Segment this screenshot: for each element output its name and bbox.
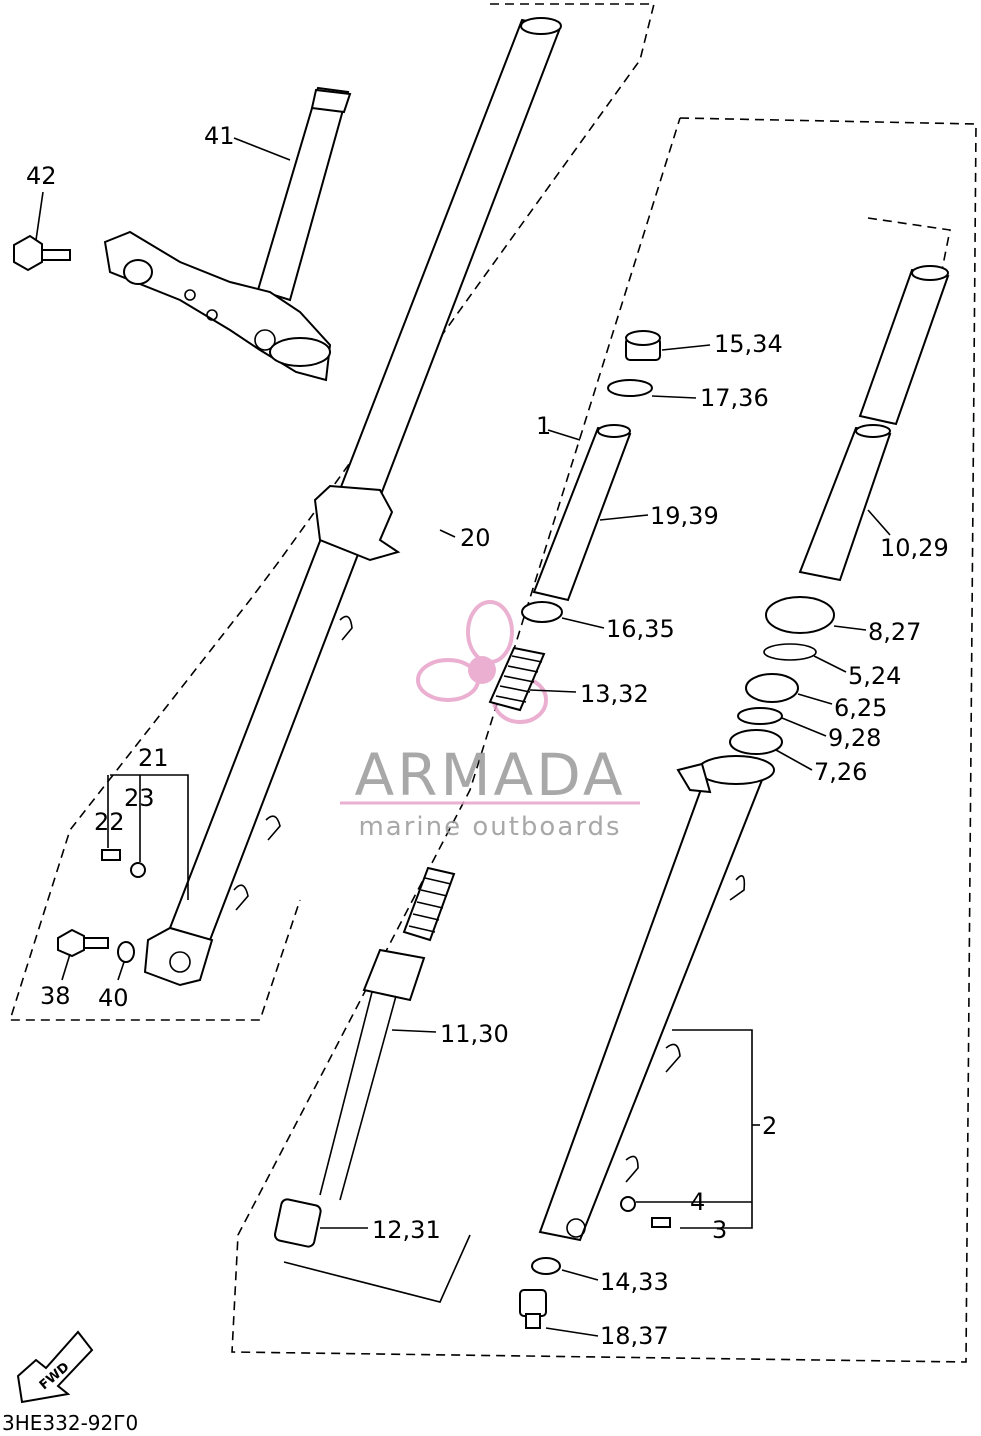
- callout-41: 41: [204, 122, 235, 150]
- callout-15-34: 15,34: [714, 330, 783, 358]
- callout-13-32: 13,32: [580, 680, 649, 708]
- dust-seal-8-27: [765, 596, 835, 634]
- small-hardware-left: [57, 849, 146, 963]
- callout-22: 22: [94, 808, 125, 836]
- callout-20: 20: [460, 524, 491, 552]
- spacer-19-39: [532, 424, 632, 602]
- gasket-14-33: [531, 1257, 561, 1275]
- fwd-arrow: FWD: [16, 1330, 94, 1404]
- retaining-clip-5-24: [763, 643, 817, 661]
- callout-11-30: 11,30: [440, 1020, 509, 1048]
- right-outer-tube-2: [538, 755, 775, 1242]
- left-assembly-outline: [8, 3, 656, 1021]
- watermark: ARMADA marine outboards: [340, 600, 640, 842]
- callout-42: 42: [26, 162, 57, 190]
- bolt-38: [57, 928, 85, 958]
- inner-tube-10-29: [798, 265, 950, 582]
- washer-9-28: [737, 707, 783, 725]
- assembly-outlines: [8, 3, 977, 1363]
- callout-10-29: 10,29: [880, 534, 949, 562]
- seal-stack: [729, 596, 835, 755]
- callout-21: 21: [138, 744, 169, 772]
- drain-bolt-18-37: [519, 1289, 547, 1329]
- bushing-7-26: [729, 729, 783, 755]
- springs-13-32: [402, 646, 546, 942]
- callout-16-35: 16,35: [606, 615, 675, 643]
- left-fork-tube-20: [143, 17, 562, 987]
- callout-6-25: 6,25: [834, 694, 887, 722]
- diagram-code: 3HE332-92Г0: [2, 1411, 138, 1435]
- callout-17-36: 17,36: [700, 384, 769, 412]
- oil-seal-6-25: [745, 673, 799, 703]
- damper-rod-11-30: [273, 948, 426, 1248]
- callout-19-39: 19,39: [650, 502, 719, 530]
- callout-4: 4: [690, 1188, 705, 1216]
- o-ring-17-36: [607, 379, 653, 397]
- callout-7-26: 7,26: [814, 758, 867, 786]
- watermark-tagline: marine outboards: [358, 812, 621, 842]
- callout-2: 2: [762, 1112, 777, 1140]
- callout-labels: 41 42 21 23 22 38 40 20 1 15,34 17,36 19…: [26, 122, 949, 1350]
- callout-23: 23: [124, 784, 155, 812]
- bolt-42: [13, 234, 71, 272]
- leader-lines: [35, 137, 891, 1337]
- callout-1: 1: [536, 412, 551, 440]
- callout-12-31: 12,31: [372, 1216, 441, 1244]
- callout-5-24: 5,24: [848, 662, 901, 690]
- right-assembly-outline: [231, 117, 977, 1363]
- callout-40: 40: [98, 984, 129, 1012]
- washer-16-35: [521, 601, 563, 623]
- inner-tube-outline: [867, 217, 951, 281]
- bolt-22: [101, 849, 121, 861]
- callout-14-33: 14,33: [600, 1268, 669, 1296]
- washer-40: [117, 941, 135, 963]
- callout-8-27: 8,27: [868, 618, 921, 646]
- callout-18-37: 18,37: [600, 1322, 669, 1350]
- watermark-brand: ARMADA: [354, 741, 625, 809]
- washer-23: [130, 862, 146, 878]
- callout-9-28: 9,28: [828, 724, 881, 752]
- callout-38: 38: [40, 982, 71, 1010]
- callout-3: 3: [712, 1216, 727, 1244]
- steering-stem-41: [103, 86, 352, 382]
- cap-bolt-15-34: [607, 330, 661, 397]
- taper-spindle-12-31: [273, 1198, 322, 1248]
